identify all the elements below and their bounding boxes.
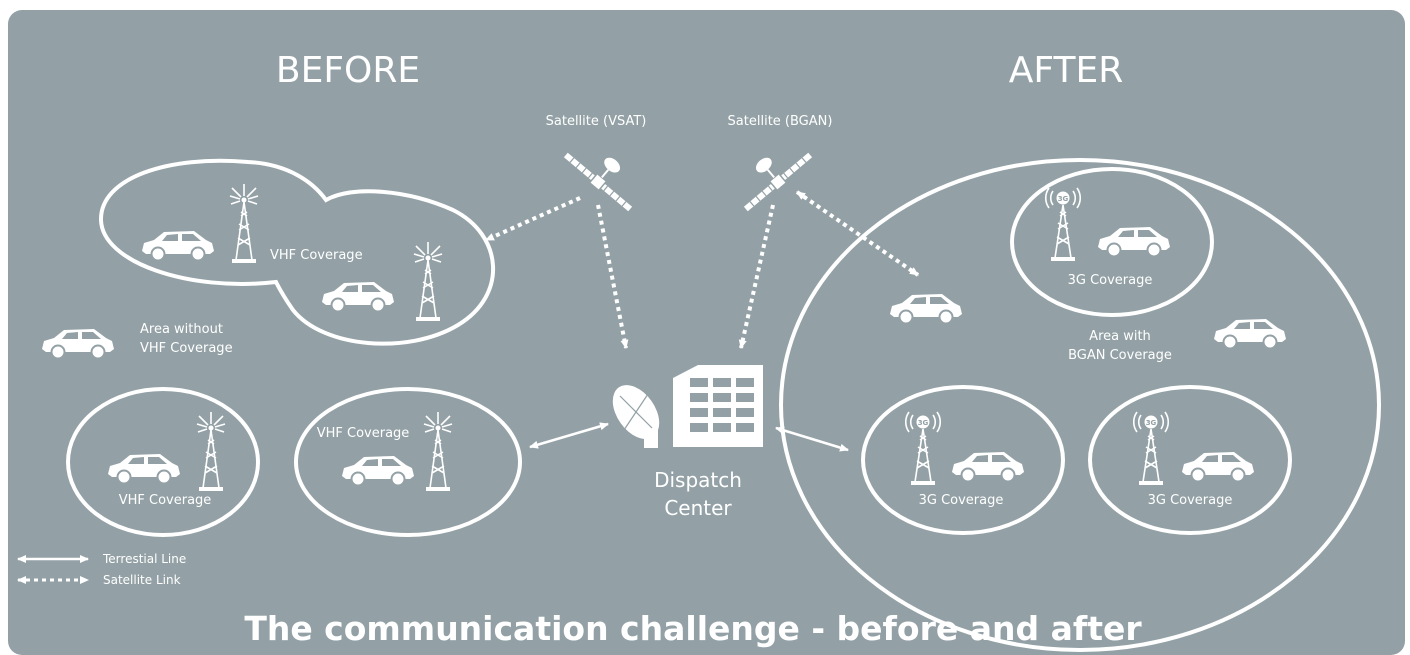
- car-icon: [1213, 318, 1287, 350]
- satellite-bgan-label: Satellite (BGAN): [728, 114, 833, 129]
- car-icon: [1181, 451, 1255, 483]
- diagram-panel: BEFORE AFTER Satellite (VSAT) Satellite …: [8, 10, 1405, 655]
- satellite-vsat-icon: [560, 132, 650, 215]
- after-3g-circle-right: [1088, 385, 1292, 535]
- vhf-coverage-label: VHF Coverage: [119, 493, 212, 508]
- car-icon: [341, 455, 415, 487]
- satellite-link-vsat-to-vhf-area: [485, 196, 581, 242]
- car-icon: [889, 293, 963, 325]
- terrestrial-line-to-vhf: [529, 422, 609, 449]
- area-with-bgan-label-line2: BGAN Coverage: [1068, 348, 1172, 363]
- legend-terrestrial-label: Terrestial Line: [102, 552, 186, 566]
- satellite-link-bgan-to-car: [795, 190, 920, 277]
- terrestrial-lines: [529, 422, 849, 452]
- car-icon: [1097, 226, 1171, 258]
- after-3g-circle-top: [1010, 167, 1214, 317]
- terrestrial-line-to-3g: [775, 426, 849, 452]
- legend: Terrestial Line Satellite Link: [17, 552, 186, 587]
- area-without-coverage-label-line1: Area without: [140, 322, 223, 337]
- 3g-badge-text: 3G: [1058, 195, 1069, 203]
- before-vhf-circle-middle: [294, 387, 522, 537]
- area-with-bgan-label-line1: Area with: [1089, 329, 1151, 344]
- car-icon: [107, 453, 181, 485]
- dispatch-center-label-line1: Dispatch: [654, 468, 742, 492]
- 3g-coverage-label: 3G Coverage: [1068, 273, 1153, 288]
- diagram-title: The communication challenge - before and…: [244, 609, 1142, 648]
- after-heading: AFTER: [1009, 50, 1123, 91]
- 3g-badge-text: 3G: [1146, 419, 1157, 427]
- before-heading: BEFORE: [276, 50, 420, 91]
- satellite-link-vsat-to-dispatch: [596, 204, 629, 349]
- after-3g-circle-left: [861, 385, 1065, 535]
- car-icon: [951, 451, 1025, 483]
- dispatch-center-label-line2: Center: [664, 496, 732, 520]
- 3g-coverage-label: 3G Coverage: [1148, 493, 1233, 508]
- car-icon: [141, 230, 215, 262]
- vhf-tower-icon: [413, 241, 443, 322]
- before-vhf-circle-left: [66, 387, 260, 537]
- vhf-tower-icon: [229, 183, 259, 264]
- satellite-links: [485, 190, 920, 349]
- area-without-coverage-label-line2: VHF Coverage: [140, 341, 233, 356]
- vhf-coverage-label: VHF Coverage: [270, 248, 363, 263]
- satellite-vsat-label: Satellite (VSAT): [546, 114, 647, 129]
- vhf-coverage-label: VHF Coverage: [317, 426, 410, 441]
- satellite-dish-icon: [612, 385, 660, 448]
- vhf-tower-icon: [196, 411, 226, 492]
- car-icon: [41, 328, 115, 360]
- vhf-tower-icon: [423, 411, 453, 492]
- satellite-link-bgan-to-dispatch: [738, 204, 775, 349]
- 3g-badge-text: 3G: [918, 419, 929, 427]
- 3g-coverage-label: 3G Coverage: [919, 493, 1004, 508]
- legend-satellite-label: Satellite Link: [103, 573, 181, 587]
- after-bgan-coverage-circle: [779, 158, 1381, 652]
- dispatch-center-icon: [612, 365, 763, 448]
- satellite-bgan-icon: [726, 132, 816, 215]
- car-icon: [321, 281, 395, 313]
- communication-diagram: BEFORE AFTER Satellite (VSAT) Satellite …: [17, 50, 1381, 652]
- before-vhf-cloud-area: [98, 158, 495, 346]
